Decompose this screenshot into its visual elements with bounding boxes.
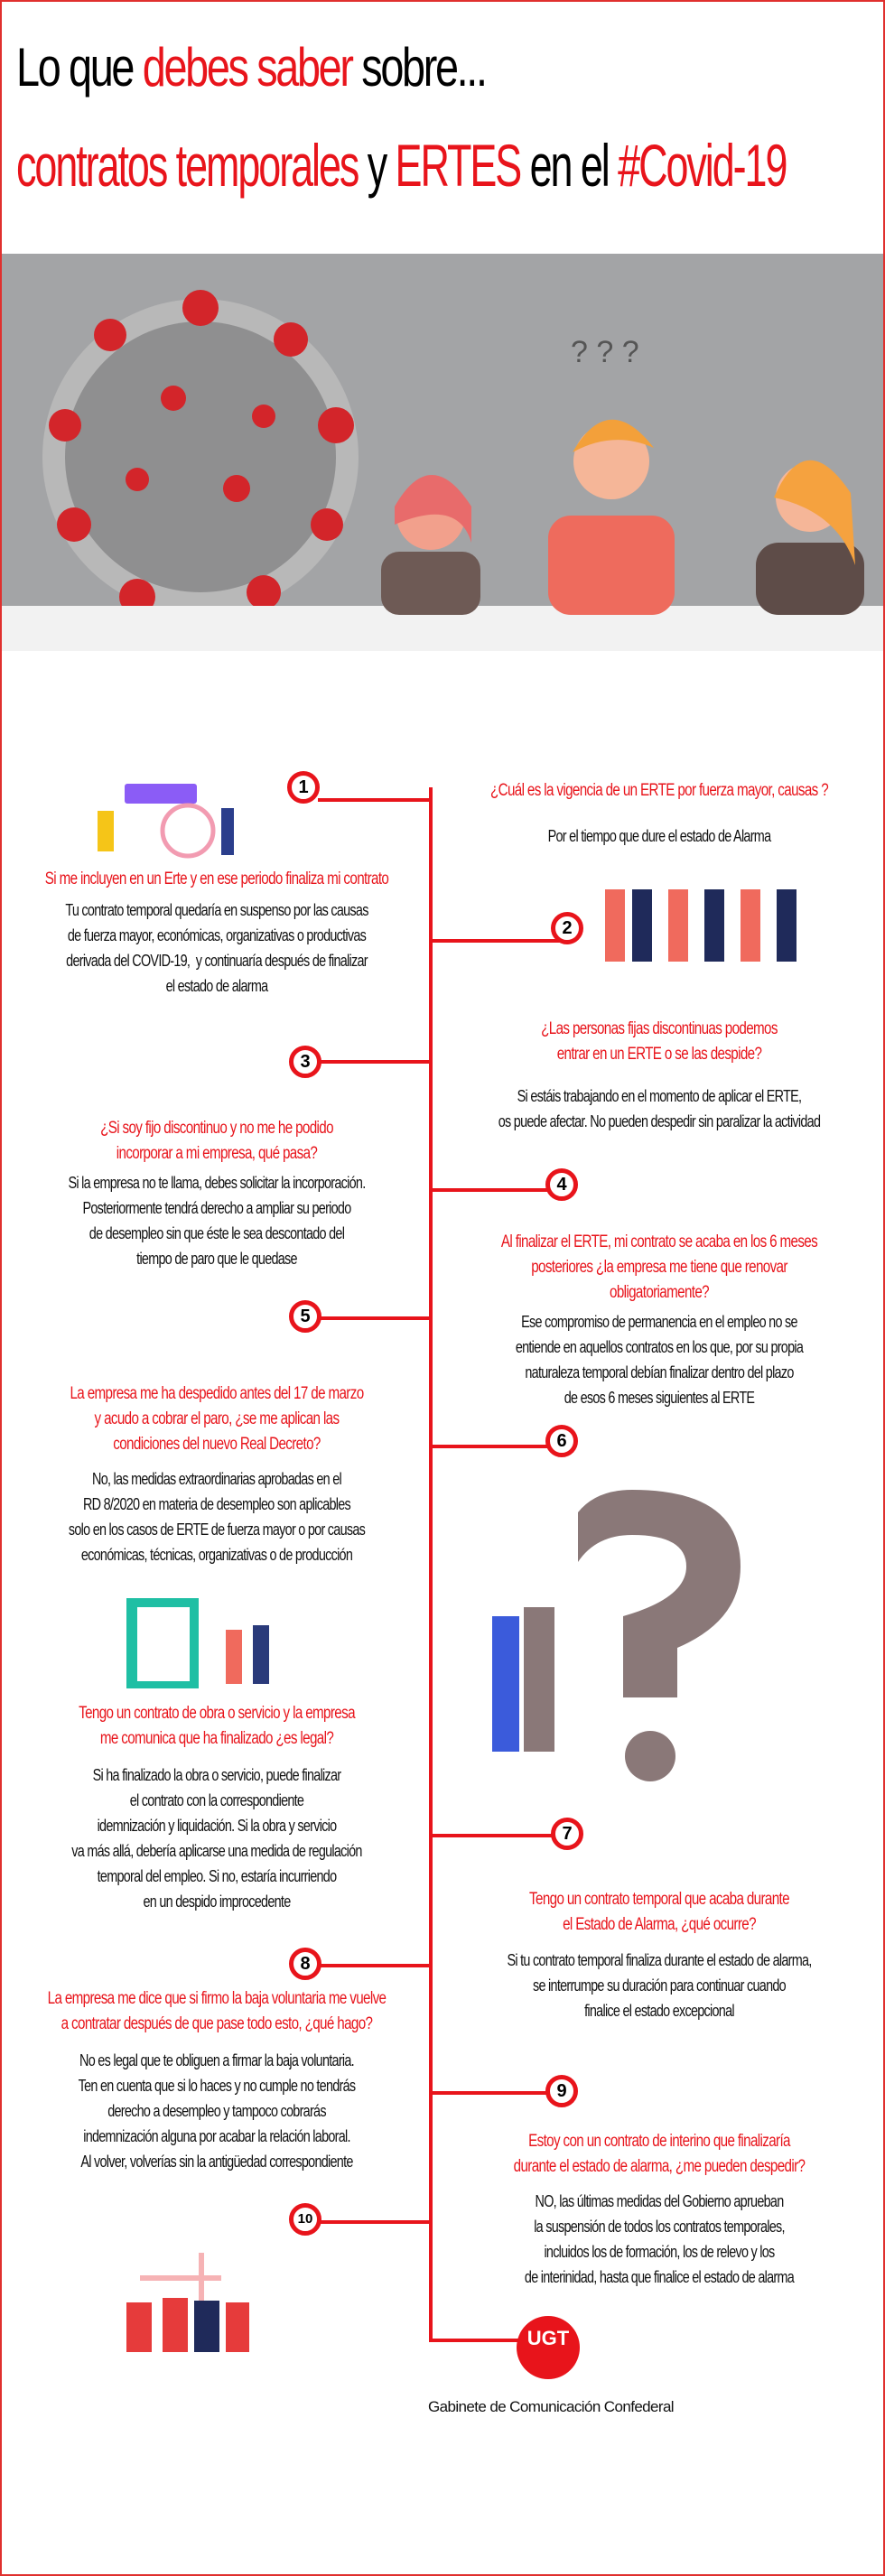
ugt-logo-text: UGT bbox=[526, 2327, 570, 2349]
title-part: contratos temporales bbox=[16, 132, 359, 199]
title-part: Lo que bbox=[16, 37, 143, 98]
thinking-man-icon: ? ? ? bbox=[548, 335, 675, 615]
answer: Ese compromiso de permanencia en el empl… bbox=[515, 1313, 804, 1407]
question: La empresa me ha despedido antes del 17 … bbox=[70, 1384, 364, 1454]
step-number: 8 bbox=[289, 1948, 321, 1980]
connector bbox=[431, 1445, 562, 1448]
banner: ? ? ? bbox=[2, 254, 883, 651]
answer: No, las medidas extraordinarias aprobada… bbox=[68, 1470, 366, 1564]
title-line-2: contratos temporales y ERTES en el #Covi… bbox=[16, 131, 787, 200]
connector bbox=[431, 2091, 562, 2095]
coronavirus-icon bbox=[42, 290, 359, 615]
answer: Por el tiempo que dure el estado de Alar… bbox=[547, 827, 771, 845]
question: ¿Cuál es la vigencia de un ERTE por fuer… bbox=[489, 781, 829, 800]
answer: NO, las últimas medidas del Gobierno apr… bbox=[524, 2192, 795, 2286]
step-number: 5 bbox=[289, 1300, 321, 1333]
ugt-logo: UGT bbox=[517, 2316, 580, 2379]
connector bbox=[318, 1964, 431, 1967]
connector bbox=[318, 1316, 431, 1320]
connector bbox=[431, 1834, 566, 1837]
question: ¿Si soy fijo discontinuo y no me he podi… bbox=[100, 1119, 334, 1163]
question: ¿Las personas fijas discontinuas podemos… bbox=[541, 1019, 778, 1064]
connector bbox=[431, 2339, 521, 2342]
title-part: en el bbox=[520, 132, 619, 199]
step-number: 4 bbox=[545, 1168, 578, 1201]
question: Tengo un contrato temporal que acaba dur… bbox=[529, 1890, 790, 1934]
answer: No es legal que te obliguen a firmar la … bbox=[78, 2051, 357, 2171]
title-part: sobre... bbox=[351, 37, 488, 98]
title-part: #Covid-19 bbox=[618, 132, 787, 199]
step-number: 3 bbox=[289, 1046, 321, 1078]
business-people-icon bbox=[492, 1607, 554, 1752]
timeline-line bbox=[429, 787, 433, 2342]
title-part: ERTES bbox=[395, 132, 523, 199]
connector bbox=[431, 1188, 562, 1192]
step-number: 9 bbox=[545, 2075, 578, 2107]
title-part: debes saber bbox=[142, 37, 354, 98]
answer: Si la empresa no te llama, debes solicit… bbox=[68, 1174, 367, 1268]
step-number: 7 bbox=[551, 1818, 583, 1850]
question: Al finalizar el ERTE, mi contrato se aca… bbox=[500, 1232, 818, 1302]
answer: Si estáis trabajando en el momento de ap… bbox=[498, 1087, 821, 1130]
calendar-clock-illustration bbox=[98, 784, 234, 859]
step-number: 1 bbox=[287, 771, 320, 804]
title-part: y bbox=[358, 132, 396, 199]
question: Tengo un contrato de obra o servicio y l… bbox=[79, 1704, 355, 1748]
thinking-woman-icon bbox=[756, 460, 864, 615]
question-marks-text: ? ? ? bbox=[571, 335, 639, 369]
question-mark-illustration bbox=[492, 1490, 741, 1781]
answer: Si tu contrato temporal finaliza durante… bbox=[507, 1951, 812, 2020]
thinking-woman-icon bbox=[381, 475, 480, 615]
workers-group-illustration bbox=[605, 889, 796, 962]
connector bbox=[318, 1060, 431, 1064]
step-number: 2 bbox=[551, 912, 583, 944]
contract-signing-illustration bbox=[126, 1598, 269, 1688]
construction-workers-illustration bbox=[126, 2253, 249, 2352]
footer-credit: Gabinete de Comunicación Confederal bbox=[428, 2398, 675, 2415]
question: La empresa me dice que si firmo la baja … bbox=[47, 1989, 387, 2033]
answer: Tu contrato temporal quedaría en suspens… bbox=[65, 901, 368, 995]
connector bbox=[431, 939, 566, 943]
connector bbox=[318, 2220, 431, 2224]
banner-illustration: ? ? ? bbox=[2, 290, 883, 651]
step-number: 6 bbox=[545, 1425, 578, 1457]
title-line-1: Lo que debes saber sobre... bbox=[16, 36, 488, 98]
answer: Si ha finalizado la obra o servicio, pue… bbox=[71, 1766, 362, 1911]
question: Estoy con un contrato de interino que fi… bbox=[513, 2132, 806, 2176]
question: Si me incluyen en un Erte y en ese perio… bbox=[44, 870, 389, 888]
step-number: 10 bbox=[289, 2203, 321, 2236]
connector bbox=[318, 798, 431, 802]
